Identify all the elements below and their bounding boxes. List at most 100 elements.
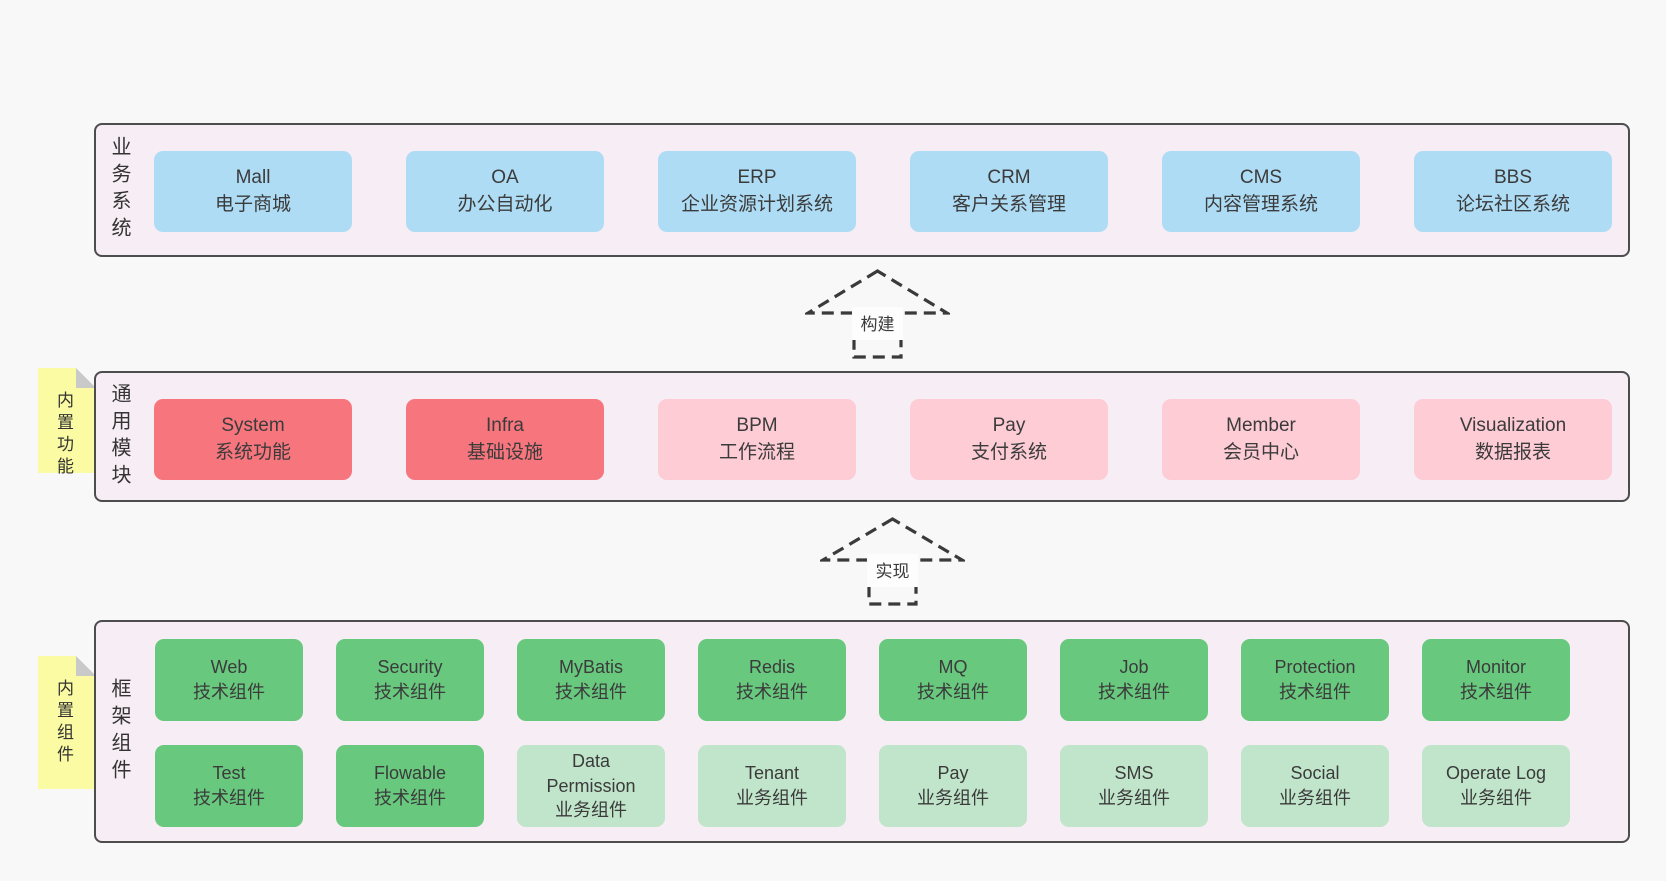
box-title-zh: 企业资源计划系统 [680,193,833,215]
box-mall: Mall 电子商城 [154,151,352,232]
box-title-zh: 论坛社区系统 [1455,193,1570,215]
box-title-en: Social [1290,763,1340,784]
box-title-zh: 业务组件 [1279,788,1351,808]
box-title-en: Pay [992,415,1026,437]
box-title-en: Member [1226,415,1296,437]
box-title-en: BBS [1493,167,1533,189]
sticky-note-builtin-features-label: 内置功能 [54,391,73,479]
box-infra: Infra 基础设施 [406,399,604,480]
arrow-label-bg [867,554,918,587]
box-title-zh: 内容管理系统 [1203,193,1318,215]
box-title-zh: 技术组件 [736,682,808,702]
box-title-zh: 业务组件 [736,788,808,808]
box-pay-component: Pay 业务组件 [879,745,1027,827]
box-title-zh: 办公自动化 [457,193,553,215]
box-title-zh: 业务组件 [1460,788,1532,808]
box-title-en: Monitor [1465,657,1527,678]
box-title-en: Infra [485,415,525,437]
box-social: Social 业务组件 [1241,745,1389,827]
box-bpm: BPM 工作流程 [658,399,856,480]
arrow-implement: 实现 [820,517,965,606]
arrow-build: 构建 [805,269,950,359]
panel-common-modules-label: 通用模块 [108,382,130,491]
box-test: Test 技术组件 [155,745,303,827]
panel-common-modules: 通用模块 System 系统功能 Infra 基础设施 BPM 工作流程 Pay… [94,371,1630,502]
box-title-zh: 业务组件 [917,788,989,808]
box-title-en: Data Permission [546,750,636,796]
box-web: Web 技术组件 [155,639,303,721]
panel-business-systems: 业务系统 Mall 电子商城 OA 办公自动化 ERP 企业资源计划系统 CRM… [94,123,1630,257]
box-title-en: CRM [987,167,1031,189]
box-title-zh: 技术组件 [1098,682,1170,702]
box-title-zh: 技术组件 [374,682,446,702]
box-title-en: Mall [235,167,271,189]
box-mq: MQ 技术组件 [879,639,1027,721]
box-title-en: SMS [1114,763,1154,784]
arrow-build-label: 构建 [861,315,895,334]
box-bbs: BBS 论坛社区系统 [1414,151,1612,232]
box-crm: CRM 客户关系管理 [910,151,1108,232]
arrow-implement-label: 实现 [876,562,910,581]
box-title-zh: 会员中心 [1222,441,1299,463]
box-title-en: BPM [736,415,778,437]
box-operate-log: Operate Log 业务组件 [1422,745,1570,827]
box-title-zh: 电子商城 [214,193,291,215]
box-sms: SMS 业务组件 [1060,745,1208,827]
box-erp: ERP 企业资源计划系统 [658,151,856,232]
box-title-en: Redis [748,657,796,678]
box-monitor: Monitor 技术组件 [1422,639,1570,721]
sticky-note-builtin-components-label: 内置组件 [54,679,73,767]
box-title-en: Visualization [1459,415,1567,437]
box-title-zh: 业务组件 [555,800,627,821]
box-redis: Redis 技术组件 [698,639,846,721]
box-mybatis: MyBatis 技术组件 [517,639,665,721]
arrow-implement-shape [820,517,965,606]
box-security: Security 技术组件 [336,639,484,721]
box-title-zh: 技术组件 [917,682,989,702]
box-visualization: Visualization 数据报表 [1414,399,1612,480]
box-title-zh: 客户关系管理 [951,193,1066,215]
box-title-en: Test [212,763,246,784]
box-pay-system: Pay 支付系统 [910,399,1108,480]
box-title-en: Protection [1274,657,1356,678]
box-job: Job 技术组件 [1060,639,1208,721]
box-title-en: Security [377,657,443,678]
box-protection: Protection 技术组件 [1241,639,1389,721]
box-title-en: MQ [938,657,968,678]
panel-framework-components: 框架组件 Web 技术组件 Security 技术组件 MyBatis 技术组件… [94,620,1630,843]
box-cms: CMS 内容管理系统 [1162,151,1360,232]
box-title-zh: 技术组件 [1460,682,1532,702]
box-title-en: Operate Log [1445,763,1547,784]
box-title-zh: 业务组件 [1098,788,1170,808]
box-title-en: Flowable [373,763,447,784]
box-title-en: CMS [1239,167,1283,189]
box-oa: OA 办公自动化 [406,151,604,232]
box-title-en: System [221,415,285,437]
box-title-zh: 数据报表 [1474,441,1551,463]
box-title-en: Web [210,657,248,678]
box-member: Member 会员中心 [1162,399,1360,480]
box-title-zh: 工作流程 [718,441,795,463]
box-tenant: Tenant 业务组件 [698,745,846,827]
sticky-note-builtin-features: 内置功能 [38,368,96,479]
box-data-permission: Data Permission 业务组件 [517,745,665,827]
panel-framework-components-label: 框架组件 [108,677,130,786]
box-title-en: Job [1119,657,1149,678]
box-system: System 系统功能 [154,399,352,480]
arrow-build-shape [805,269,950,359]
box-title-zh: 技术组件 [193,682,265,702]
box-flowable: Flowable 技术组件 [336,745,484,827]
box-title-en: OA [491,167,519,189]
box-title-zh: 技术组件 [1279,682,1351,702]
arrow-label-bg [852,307,903,340]
box-title-en: Tenant [744,763,800,784]
box-title-en: Pay [937,763,969,784]
box-title-zh: 基础设施 [466,441,543,463]
box-title-zh: 技术组件 [555,682,627,702]
note-fold-corner [76,656,96,676]
box-title-zh: 技术组件 [374,788,446,808]
panel-business-systems-label: 业务系统 [108,136,130,244]
box-title-zh: 系统功能 [214,441,291,463]
box-title-en: ERP [737,167,777,189]
